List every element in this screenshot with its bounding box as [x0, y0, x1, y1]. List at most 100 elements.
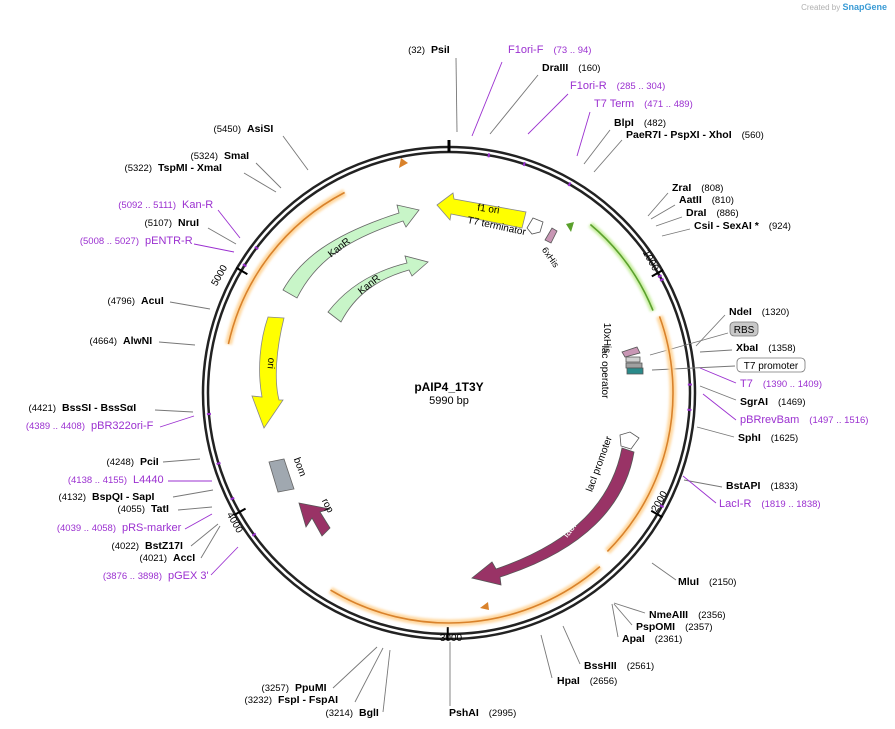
feature-shape — [327, 255, 429, 323]
label-name: PshAI — [449, 707, 479, 719]
label-position: (4021) — [140, 553, 167, 564]
feature-label: lac operator — [599, 346, 610, 399]
label-name: SmaI — [224, 150, 249, 162]
leader-line — [583, 129, 611, 165]
label-name: NdeI — [729, 306, 752, 318]
label-name: pBR322ori-F — [91, 420, 154, 432]
label-name: PsiI — [431, 44, 450, 56]
label-name: pRS-marker — [122, 522, 182, 534]
label-position: (4132) — [59, 492, 86, 503]
leader-line — [647, 192, 669, 217]
scale-tick-label: 1000 — [640, 248, 661, 273]
leader-line — [172, 489, 214, 498]
primer-label-t7-term: T7 Term(471 .. 489) — [594, 98, 693, 110]
enzyme-label-psii: (32)PsiI — [408, 44, 450, 56]
leader-line — [613, 602, 646, 614]
leader-line — [576, 111, 591, 157]
primer-site-mark — [567, 182, 572, 187]
feature-laci: lacI — [471, 447, 635, 586]
feature-rop: rop — [298, 497, 336, 537]
label-position: (1497 .. 1516) — [809, 415, 868, 426]
label-position: (1625) — [771, 433, 798, 444]
snapgene-brand: Created by SnapGene — [801, 2, 887, 12]
feature-shape — [298, 502, 331, 537]
enzyme-label-draiii: DraIII(160) — [542, 62, 600, 74]
label-name: MluI — [678, 576, 699, 588]
leader-line — [696, 426, 735, 438]
leader-line — [207, 227, 237, 245]
label-name: AcuI — [141, 295, 164, 307]
orf-track — [589, 223, 654, 311]
label-position: (2561) — [627, 661, 654, 672]
feature-shape — [625, 356, 641, 363]
enzyme-label-acci: (4021) AccI — [140, 552, 196, 564]
enzyme-label-pshai: PshAI (2995) — [449, 707, 516, 719]
label-position: (2656) — [590, 676, 617, 687]
label-name: AatII — [679, 194, 702, 206]
label-position: (560) — [742, 130, 764, 141]
label-position: (5008 .. 5027) — [80, 236, 139, 247]
leader-line — [593, 139, 623, 173]
enzyme-label-mlui: MluI(2150) — [678, 576, 736, 588]
primer-label-pbr322ori-f: (4389 .. 4408) pBR322ori-F — [26, 420, 154, 432]
orf-arrowhead — [399, 158, 408, 168]
enzyme-label-sgrai: SgrAI(1469) — [740, 396, 805, 408]
label-name: FspI - FspAI — [278, 694, 338, 706]
label-position: (4664) — [90, 336, 117, 347]
label-name: BssHII — [584, 660, 617, 672]
label-position: (2995) — [489, 708, 516, 719]
feature-shape — [621, 346, 641, 358]
enzyme-label-acui: (4796)AcuI — [108, 295, 164, 307]
label-position: (1390 .. 1409) — [763, 379, 822, 390]
label-position: (3232) — [245, 695, 272, 706]
leader-line — [255, 162, 282, 189]
leader-line — [562, 625, 581, 665]
orf-glow — [588, 222, 656, 312]
enzyme-label-tspmi-xmai: (5322)TspMI - XmaI — [125, 162, 223, 174]
plasmid-size: 5990 bp — [429, 395, 469, 407]
leader-line — [695, 314, 726, 347]
feature-lac-operator: lac operator — [599, 346, 641, 399]
label-name: pGEX 3' — [168, 570, 209, 582]
leader-line — [702, 393, 737, 421]
label-name: AccI — [173, 552, 195, 564]
label-name: BlpI — [614, 117, 634, 129]
feature-6xhis: 6xHis — [540, 227, 561, 270]
label-name: pBRrevBam — [740, 414, 799, 426]
label-name: F1ori-F — [508, 44, 544, 56]
label-position: (73 .. 94) — [553, 45, 591, 56]
leader-line — [699, 385, 737, 401]
label-name: T7 Term — [594, 98, 634, 110]
label-name: LacI-R — [719, 498, 751, 510]
primer-site-mark — [522, 161, 526, 167]
primer-label-pbrrevbam: pBRrevBam (1497 .. 1516) — [740, 414, 868, 426]
scale-tick — [650, 509, 663, 519]
primer-label-prs-marker: (4039 .. 4058)pRS-marker — [57, 522, 182, 534]
label-name: F1ori-R — [570, 80, 607, 92]
enzyme-label-bsssi-bsss-i: (4421)BssSI - BssSαI — [29, 402, 137, 414]
leader-line — [169, 301, 211, 310]
label-name: L4440 — [133, 474, 164, 486]
label-name: TatI — [151, 503, 169, 515]
leader-line — [471, 61, 503, 137]
label-position: (5107) — [145, 218, 172, 229]
scale-tick-label: 3000 — [440, 633, 463, 644]
label-position: (4389 .. 4408) — [26, 421, 85, 432]
label-position: (160) — [578, 63, 600, 74]
label-name: ZraI — [672, 182, 691, 194]
feature-label: 10xHis — [601, 323, 612, 354]
label-name: PciI — [140, 456, 159, 468]
enzyme-label-ppumi: (3257)PpuMI — [262, 682, 327, 694]
feature-10xhis: 10xHis — [601, 323, 641, 358]
label-name: NmeAIII — [649, 609, 688, 621]
leader-line — [210, 546, 239, 576]
leader-line — [159, 415, 195, 428]
enzyme-label-rbs: RBS — [729, 321, 759, 337]
enzyme-label-bgli: (3214)BglI — [326, 707, 379, 719]
feature-shape — [251, 316, 285, 429]
label-name: AlwNI — [123, 335, 152, 347]
leader-line — [382, 649, 391, 713]
scale-tick — [651, 269, 664, 278]
leader-line — [699, 367, 737, 384]
